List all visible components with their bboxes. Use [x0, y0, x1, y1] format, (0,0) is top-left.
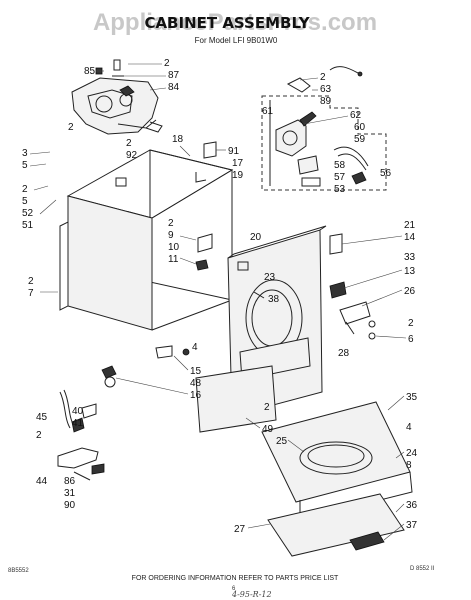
thermal-fuse-part [333, 146, 369, 185]
callout-36: 36 [406, 500, 418, 511]
callout-7: 7 [28, 288, 34, 299]
callout-40: 40 [72, 406, 84, 417]
callout-8: 8 [406, 460, 412, 471]
callout-86: 86 [64, 476, 76, 487]
callout-62: 62 [350, 110, 362, 121]
callout-17: 17 [232, 158, 244, 169]
callout-59: 59 [354, 134, 366, 145]
callout-89: 89 [320, 96, 332, 107]
callout-85: 85 [84, 66, 96, 77]
callout-90: 90 [64, 500, 76, 511]
callout-2: 2 [320, 72, 326, 83]
callout-2: 2 [264, 402, 270, 413]
callout-18: 18 [172, 134, 184, 145]
diagram-subtitle: For Model LFI 9B01W0 [195, 36, 278, 45]
callout-2: 2 [164, 58, 170, 69]
base-assembly [261, 401, 413, 521]
callout-63: 63 [320, 84, 332, 95]
callout-9: 9 [168, 230, 174, 241]
base-plate [267, 493, 405, 557]
callout-14: 14 [404, 232, 416, 243]
callout-56: 56 [380, 168, 392, 179]
callout-10: 10 [168, 242, 180, 253]
door-strike-panel [195, 365, 277, 433]
callout-91: 91 [228, 146, 240, 157]
drive-motor-part [275, 111, 317, 157]
callout-48: 48 [190, 378, 202, 389]
callout-38: 38 [268, 294, 280, 305]
hinge-and-latch-parts [329, 233, 376, 340]
page-mark: 6 [232, 586, 236, 592]
callout-57: 57 [334, 172, 346, 183]
dashed-component-box [261, 95, 387, 191]
cabinet-body [59, 149, 234, 331]
callout-2: 2 [28, 276, 34, 287]
callout-5: 5 [22, 160, 28, 171]
callout-labels: 85 2 87 84 2 63 89 62 61 60 59 58 57 53 … [22, 58, 418, 535]
switch-and-bracket-parts [57, 447, 105, 481]
callout-2: 2 [36, 430, 42, 441]
callout-52: 52 [22, 208, 34, 219]
callout-2: 2 [68, 122, 74, 133]
callout-25: 25 [276, 436, 288, 447]
center-bracket-parts [195, 141, 217, 271]
callout-61: 61 [262, 106, 274, 117]
callout-27: 27 [234, 524, 246, 535]
callout-2: 2 [168, 218, 174, 229]
callout-15: 15 [190, 366, 202, 377]
callout-19: 19 [232, 170, 244, 181]
callout-2: 2 [408, 318, 414, 329]
callout-26: 26 [404, 286, 416, 297]
callout-49: 49 [262, 424, 274, 435]
callout-35: 35 [406, 392, 418, 403]
callout-2: 2 [22, 184, 28, 195]
small-screw-parts-top [95, 59, 124, 77]
callout-20: 20 [250, 232, 262, 243]
relay-part [297, 155, 321, 187]
callout-21: 21 [404, 220, 416, 231]
callout-53: 53 [334, 184, 346, 195]
diagram-title: CABINET ASSEMBLY [144, 14, 310, 32]
callout-37: 37 [406, 520, 418, 531]
callout-4: 4 [406, 422, 412, 433]
callout-23: 23 [264, 272, 276, 283]
callout-24: 24 [406, 448, 418, 459]
callout-13: 13 [404, 266, 416, 277]
callout-45: 45 [36, 412, 48, 423]
callout-4: 4 [192, 342, 198, 353]
left-code: 8B5552 [8, 568, 29, 574]
callout-92: 92 [126, 150, 138, 161]
callout-6: 6 [408, 334, 414, 345]
callout-31: 31 [64, 488, 76, 499]
wire-harness-top-right [286, 66, 363, 93]
callout-2: 2 [126, 138, 132, 149]
callout-28: 28 [338, 348, 350, 359]
wire-harness-bottom-left [59, 389, 97, 433]
blower-motor-assembly [71, 77, 163, 135]
watermark-text: AppliancePartsPros.com [93, 9, 377, 36]
leveling-leg-and-clips [101, 345, 190, 388]
callout-11: 11 [168, 254, 179, 265]
callout-60: 60 [354, 122, 366, 133]
callout-87: 87 [168, 70, 180, 81]
callout-16: 16 [190, 390, 202, 401]
callout-41: 41 [72, 418, 84, 429]
callout-84: 84 [168, 82, 180, 93]
handwritten-date: 4-95-R-12 [231, 590, 272, 599]
callout-51: 51 [22, 220, 34, 231]
callout-5: 5 [22, 196, 28, 207]
callout-33: 33 [404, 252, 416, 263]
callout-3: 3 [22, 148, 28, 159]
callout-44: 44 [36, 476, 48, 487]
diagram-code: D 8552 II [410, 566, 435, 572]
callout-58: 58 [334, 160, 346, 171]
leader-lines [29, 63, 407, 541]
ordering-info-note: FOR ORDERING INFORMATION REFER TO PARTS … [132, 575, 339, 582]
